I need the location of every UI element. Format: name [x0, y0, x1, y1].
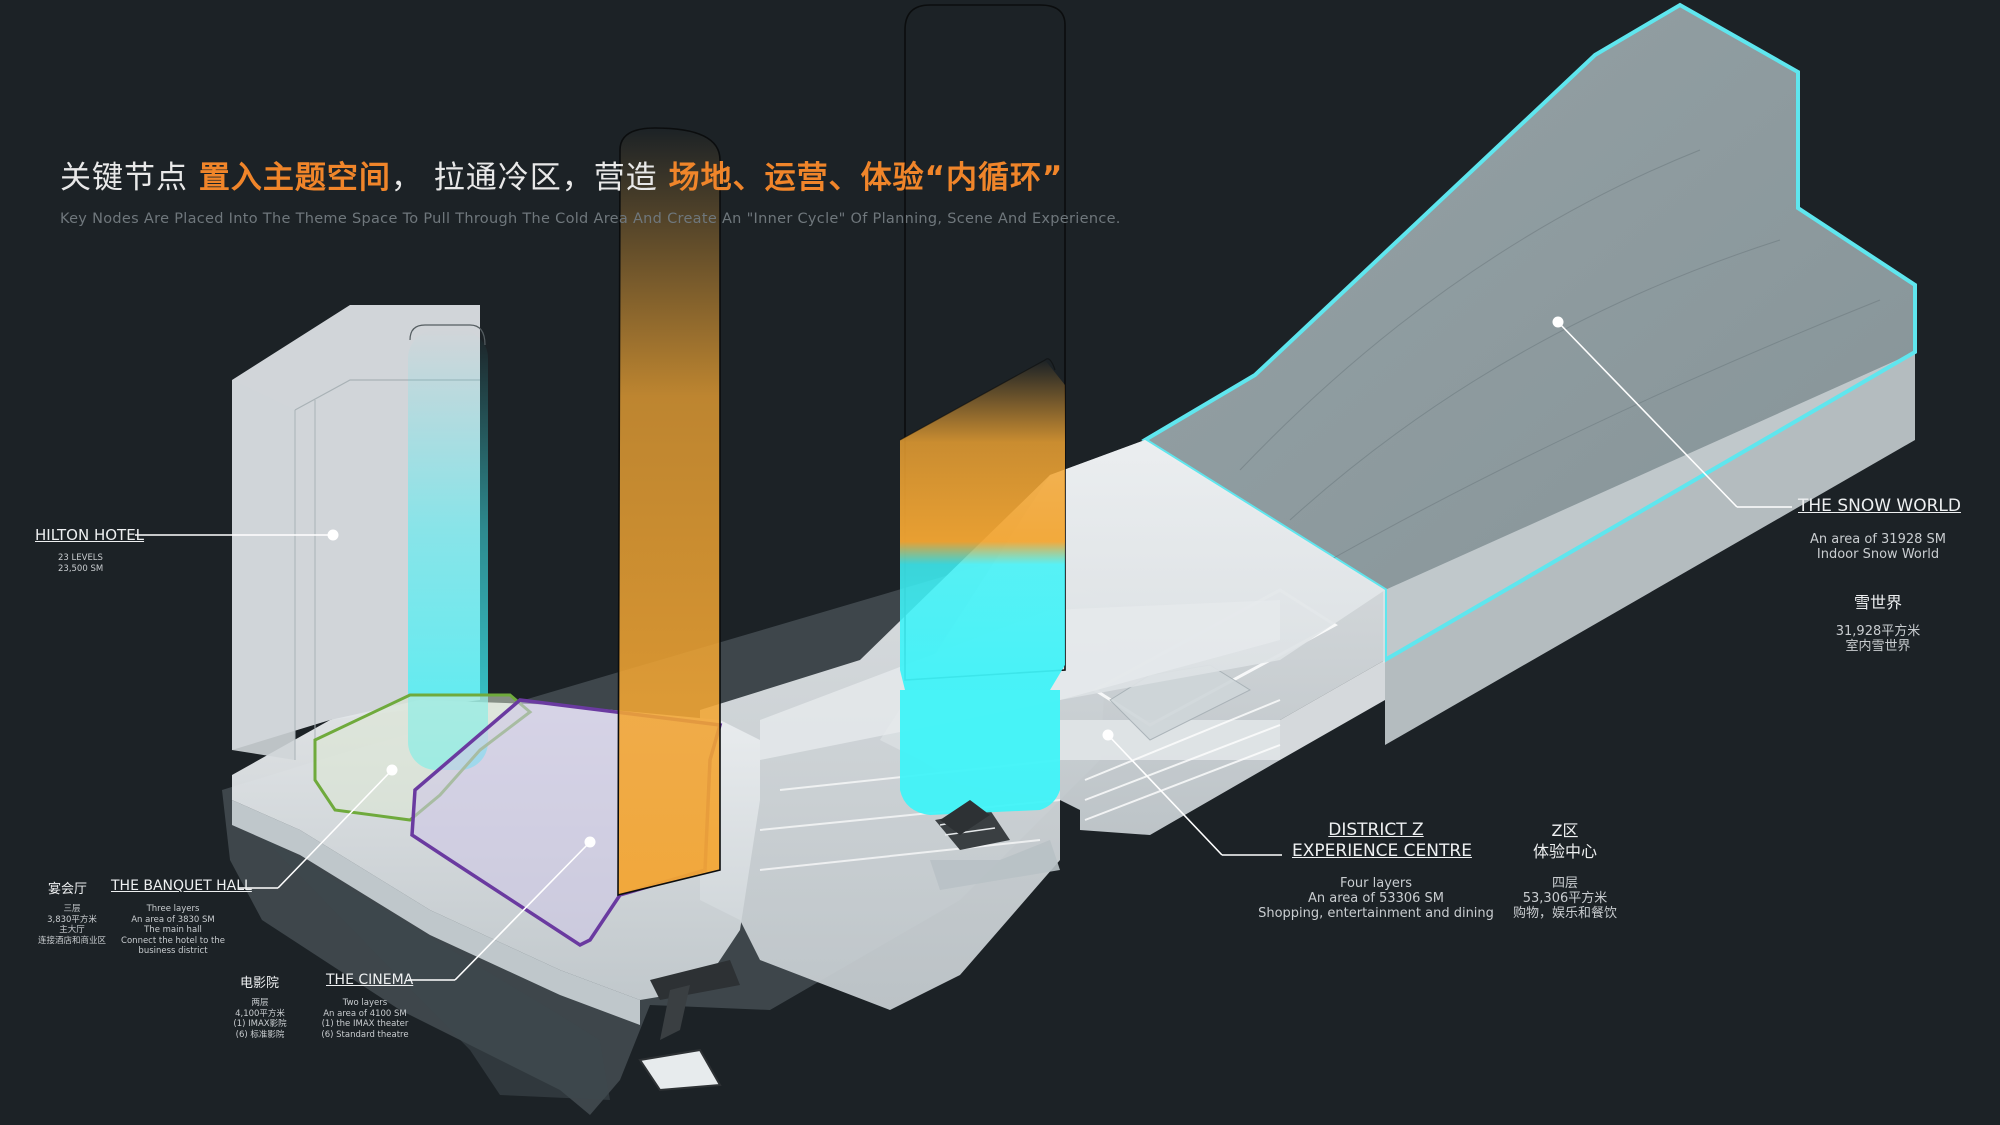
snow-world-cn-title: 雪世界: [1853, 593, 1902, 612]
cinema-label: THE CINEMA: [326, 972, 414, 988]
cinema-cn-details: 两层 4,100平方米 (1) IMAX影院 (6) 标准影院: [233, 998, 287, 1040]
banquet-hall-details: Three layers An area of 3830 SM The main…: [121, 904, 225, 956]
district-z-cn-title: Z区 体验中心: [1532, 821, 1597, 861]
snow-world-label: THE SNOW WORLD: [1798, 496, 1961, 516]
snow-leader-d: [1557, 321, 1738, 508]
title-highlight-1: 置入主题空间: [198, 160, 391, 196]
banquet-hall-label: THE BANQUET HALL: [111, 878, 252, 894]
cinema-details: Two layers An area of 4100 SM (1) the IM…: [321, 998, 409, 1040]
leader-lines: [135, 321, 1792, 981]
banquet-hall-cn-details: 三层 3,830平方米 主大厅 连接酒店和商业区: [37, 904, 106, 946]
snow-world-cn-details: 31,928平方米 室内雪世界: [1835, 624, 1921, 654]
hilton-hotel-details: 23 LEVELS 23,500 SM: [58, 553, 104, 574]
title-highlight-2: 场地、运营、体验“内循环”: [668, 160, 1064, 196]
district-z-label: DISTRICT Z EXPERIENCE CENTRE: [1292, 820, 1472, 861]
header: 关键节点 置入主题空间， 拉通冷区，营造 场地、运营、体验“内循环” Key N…: [60, 152, 1121, 227]
banquet-leader-d: [277, 769, 393, 889]
hilton-atrium-shaft: [408, 330, 488, 770]
snow-world-details: An area of 31928 SM Indoor Snow World: [1809, 532, 1946, 562]
page-title: 关键节点 置入主题空间， 拉通冷区，营造 场地、运营、体验“内循环”: [60, 160, 1064, 196]
district-z-details: Four layers An area of 53306 SM Shopping…: [1258, 876, 1494, 921]
middle-tower: [617, 127, 721, 897]
snow-world-volume: [1141, 2, 1917, 745]
cinema-cn-title: 电影院: [240, 976, 280, 991]
right-tower: [899, 4, 1066, 835]
cinema-leader-d: [454, 841, 591, 981]
page-subtitle: Key Nodes Are Placed Into The Theme Spac…: [60, 211, 1121, 227]
district-z-cn-details: 四层 53,306平方米 购物，娱乐和餐饮: [1512, 876, 1617, 921]
district-leader-d: [1107, 734, 1223, 856]
hilton-hotel-tower: [232, 305, 488, 770]
banquet-hall-cn-title: 宴会厅: [48, 882, 88, 897]
hilton-hotel-label: HILTON HOTEL: [35, 526, 145, 544]
leader-dots: [327, 316, 1564, 848]
